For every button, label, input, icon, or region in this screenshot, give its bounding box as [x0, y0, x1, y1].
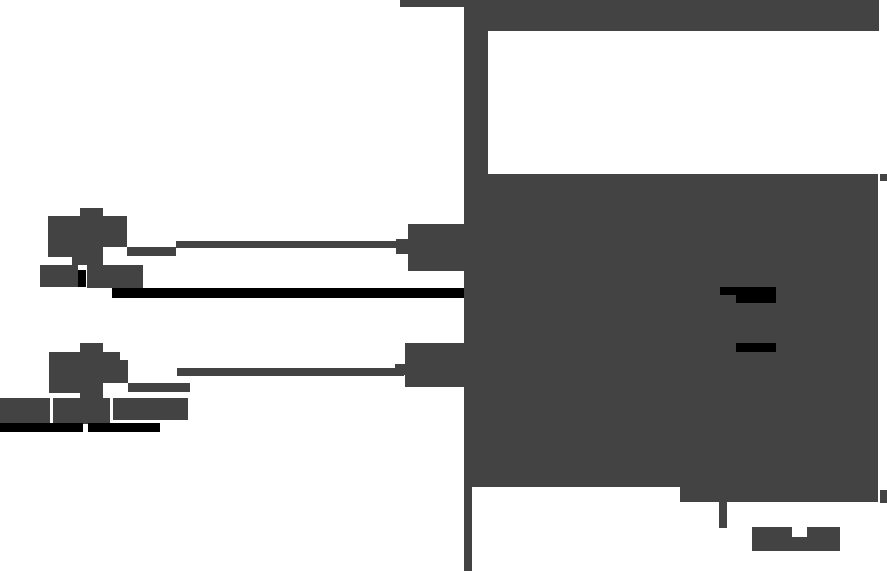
- wire1-return-line: [112, 288, 464, 298]
- label1-blob-mid: [78, 270, 86, 287]
- bottom-right-label-blob-mid: [792, 537, 807, 551]
- unit-marking-bar-1b: [736, 295, 776, 303]
- wire1-segment-b: [176, 241, 400, 248]
- main-unit-body: [464, 174, 878, 487]
- wire2-terminal-tab: [395, 364, 405, 375]
- unit-marking-bar-2: [736, 343, 776, 352]
- pushbutton2-body-lower: [49, 383, 103, 393]
- label2-blob-left: [0, 398, 50, 424]
- pushbutton2-body-mid: [49, 360, 128, 383]
- wall-line-upper: [464, 31, 488, 174]
- right-edge-tab-bottom: [880, 490, 887, 503]
- unit-marking-bar-1a: [720, 287, 776, 295]
- wire2-segment-a: [128, 383, 190, 392]
- label1-blob-right: [87, 265, 143, 288]
- label1-blob-left: [40, 265, 78, 287]
- wall-line-lower: [464, 487, 472, 571]
- pushbutton1-body-lower: [48, 247, 103, 257]
- main-unit-bottom-extension: [680, 487, 878, 502]
- pushbutton1-knob: [80, 208, 103, 216]
- bottom-right-label-blob-right: [807, 527, 840, 551]
- wire1-terminal-block: [408, 224, 464, 271]
- label2-blob-right: [113, 398, 188, 420]
- panel-top-border: [464, 0, 879, 31]
- wire1-segment-a: [127, 247, 176, 256]
- pushbutton1-body-upper: [48, 216, 127, 247]
- label2-blob-mid: [53, 398, 110, 424]
- pushbutton2-body-top: [49, 352, 120, 360]
- bottom-right-label-blob-left: [752, 527, 792, 551]
- wire2-segment-b: [177, 368, 404, 376]
- wire2-terminal-block: [405, 343, 464, 387]
- terminal-stub: [719, 502, 727, 528]
- ceiling-line: [400, 0, 464, 7]
- pushbutton2-knob: [80, 343, 103, 353]
- wire2-return-line-a: [0, 423, 83, 432]
- pushbutton1-stem: [72, 257, 103, 265]
- wire2-return-line-b: [88, 423, 160, 432]
- pushbutton2-stem: [80, 393, 103, 402]
- wire1-terminal-tab: [396, 239, 408, 254]
- right-edge-tab-top: [880, 174, 887, 181]
